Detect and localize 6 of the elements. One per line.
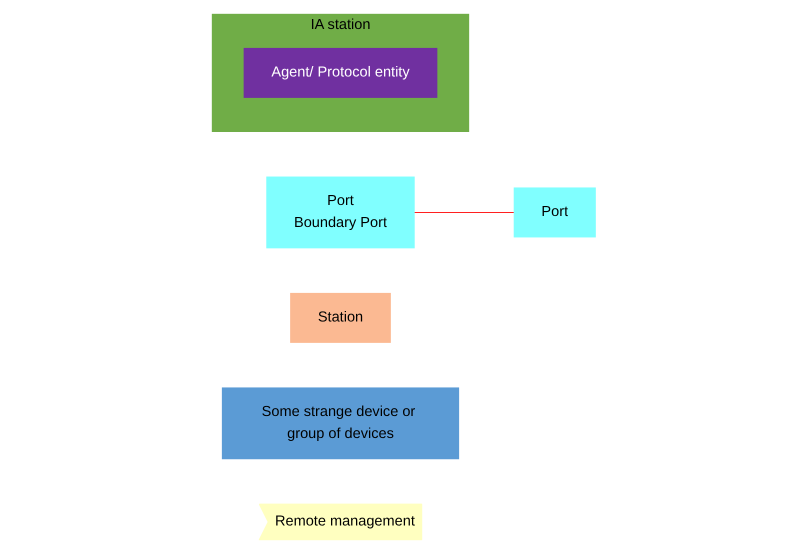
connector (414, 212, 515, 213)
node-box: Agent/ Protocol entity (244, 48, 438, 98)
node-box: Port Boundary Port (266, 176, 415, 248)
node-box: Station (290, 292, 392, 343)
node-box: Some strange device or group of devices (222, 387, 460, 460)
node-box: Port (514, 187, 596, 238)
